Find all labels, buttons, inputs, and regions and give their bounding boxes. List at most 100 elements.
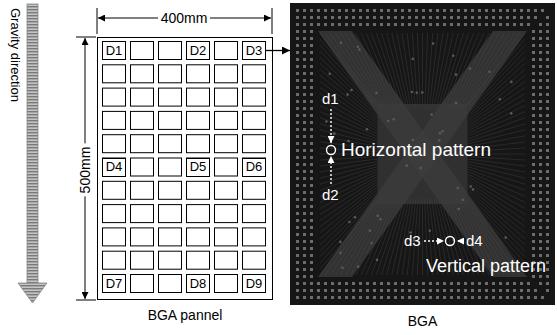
solder-pad (303, 65, 306, 68)
solder-pad (539, 51, 542, 54)
solder-pad (303, 79, 306, 82)
solder-pad (513, 289, 516, 292)
solder-pad (310, 128, 313, 131)
via-dot (339, 241, 342, 244)
solder-pad (310, 58, 313, 61)
solder-pad (310, 261, 313, 264)
measure-arrow (457, 240, 464, 241)
die-outline (159, 251, 182, 269)
via-dot (421, 91, 424, 94)
solder-pad (539, 170, 542, 173)
solder-pad (532, 177, 535, 180)
distance-label: d1 (322, 90, 339, 107)
solder-pad (513, 16, 516, 19)
solder-pad (366, 289, 369, 292)
solder-pad (296, 247, 299, 250)
solder-pad (539, 184, 542, 187)
solder-pad (464, 16, 467, 19)
solder-pad (436, 289, 439, 292)
dimension-label: 400mm (158, 10, 211, 26)
die-outline (131, 275, 154, 293)
circuit-trace (425, 33, 428, 109)
solder-pad (380, 289, 383, 292)
solder-pad (513, 296, 516, 299)
solder-pad (513, 23, 516, 26)
die-outline (187, 181, 210, 199)
via-dot (375, 92, 378, 95)
solder-pad (492, 289, 495, 292)
circuit-trace (468, 124, 526, 142)
solder-pad (310, 205, 313, 208)
solder-pad (303, 93, 306, 96)
solder-pad (366, 16, 369, 19)
die-outline (187, 158, 210, 176)
via-dot (462, 199, 465, 202)
via-dot (339, 252, 342, 255)
solder-pad (296, 30, 299, 33)
die-outline (131, 111, 154, 129)
solder-pad (478, 296, 481, 299)
via-dot (376, 215, 379, 218)
via-dot (455, 102, 458, 105)
solder-pad (534, 16, 537, 19)
solder-pad (485, 16, 488, 19)
solder-pad (310, 121, 313, 124)
die-outline (243, 65, 266, 83)
solder-pad (527, 23, 530, 26)
solder-pad (546, 240, 549, 243)
solder-pad (520, 9, 523, 12)
via-dot (432, 42, 435, 45)
solder-pad (527, 282, 530, 285)
solder-pad (338, 289, 341, 292)
solder-pad (539, 23, 542, 26)
solder-pad (546, 163, 549, 166)
solder-pad (415, 9, 418, 12)
solder-pad (471, 9, 474, 12)
solder-pad (478, 289, 481, 292)
via-dot (354, 216, 357, 219)
solder-pad (422, 296, 425, 299)
solder-pad (415, 296, 418, 299)
solder-pad (394, 16, 397, 19)
solder-pad (485, 296, 488, 299)
solder-pad (310, 16, 313, 19)
solder-pad (443, 9, 446, 12)
pattern-label: Vertical pattern (426, 256, 546, 277)
solder-pad (539, 282, 542, 285)
solder-pad (506, 23, 509, 26)
via-dot (472, 188, 475, 191)
solder-pad (546, 72, 549, 75)
measure-arrow (330, 156, 331, 184)
solder-pad (303, 212, 306, 215)
solder-pad (422, 9, 425, 12)
solder-pad (546, 219, 549, 222)
solder-pad (394, 289, 397, 292)
circuit-trace (320, 118, 378, 139)
solder-pad (359, 23, 362, 26)
solder-pad (492, 16, 495, 19)
circuit-trace (468, 159, 526, 166)
die-outline (103, 251, 126, 269)
x-pattern-band (318, 31, 527, 277)
solder-pad (310, 212, 313, 215)
solder-pad (338, 16, 341, 19)
solder-pad (539, 86, 542, 89)
solder-pad (539, 163, 542, 166)
solder-pad (539, 198, 542, 201)
solder-pad (546, 226, 549, 229)
solder-pad (303, 233, 306, 236)
solder-pad (532, 37, 535, 40)
circuit-trace (417, 33, 420, 109)
solder-pad (485, 289, 488, 292)
die-site: D3 (242, 41, 266, 60)
via-dot (510, 112, 513, 115)
die-site: D9 (242, 274, 266, 293)
solder-pad (546, 107, 549, 110)
via-dot (405, 164, 408, 167)
solder-pad (310, 30, 313, 33)
solder-pad (429, 23, 432, 26)
solder-pad (464, 9, 467, 12)
solder-pad (534, 296, 537, 299)
solder-pad (506, 296, 509, 299)
solder-pad (436, 282, 439, 285)
